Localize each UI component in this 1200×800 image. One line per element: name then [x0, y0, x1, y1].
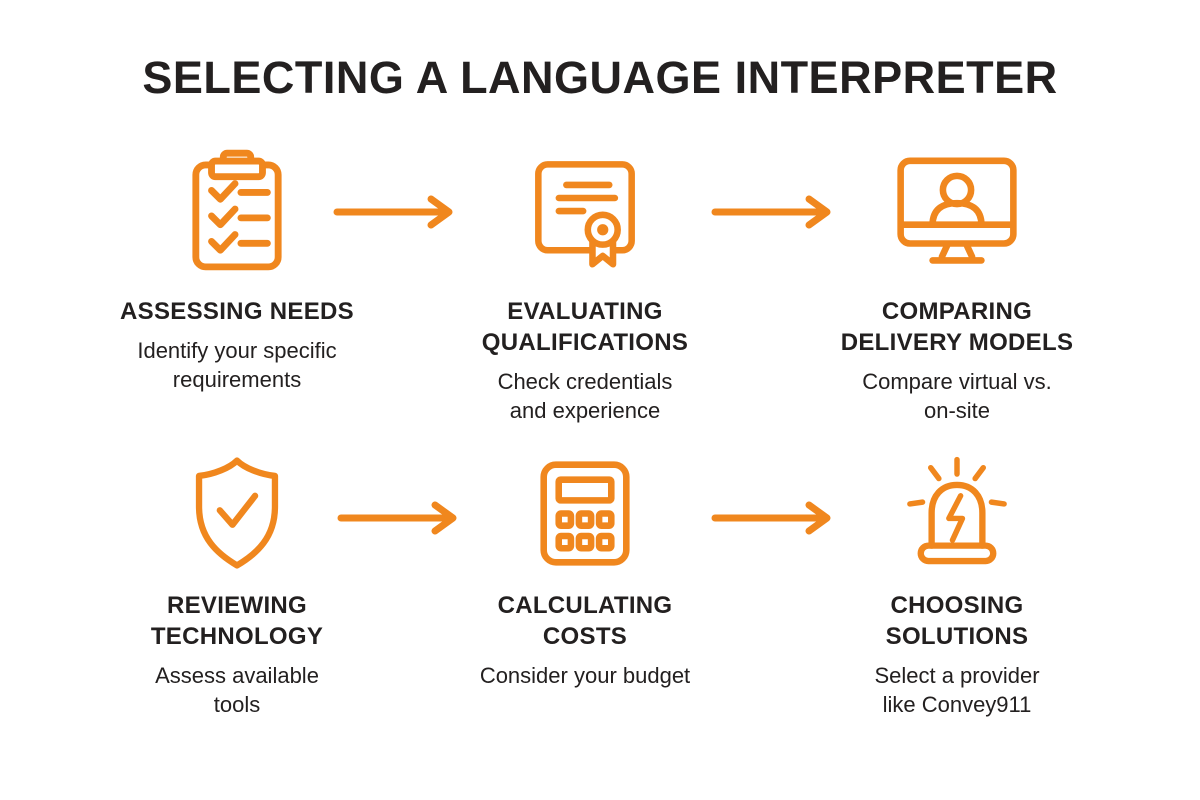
- step-evaluating-qualifications: EVALUATING QUALIFICATIONS Check credenti…: [425, 142, 745, 425]
- siren-icon: [797, 450, 1117, 576]
- step-description: Compare virtual vs. on-site: [862, 369, 1052, 423]
- calculator-icon: [425, 450, 745, 576]
- step-heading: ASSESSING NEEDS: [120, 298, 354, 325]
- step-assessing-needs: ASSESSING NEEDS Identify your specific r…: [77, 142, 397, 394]
- step-choosing-solutions: CHOOSING SOLUTIONS Select a provider lik…: [797, 450, 1117, 719]
- step-heading: COMPARING DELIVERY MODELS: [840, 298, 1074, 356]
- arrow-right-icon: [711, 500, 841, 536]
- step-description: Consider your budget: [479, 663, 691, 688]
- arrow-right-icon: [333, 194, 463, 230]
- page-title: SELECTING A LANGUAGE INTERPRETER: [142, 52, 1058, 103]
- step-description: Select a provider like Convey911: [874, 663, 1040, 717]
- step-heading: CALCULATING COSTS: [497, 592, 673, 650]
- clipboard-checklist-icon: [77, 142, 397, 282]
- step-heading: REVIEWING TECHNOLOGY: [150, 592, 324, 650]
- certificate-icon: [425, 142, 745, 282]
- shield-check-icon: [77, 450, 397, 576]
- step-calculating-costs: CALCULATING COSTS Consider your budget: [425, 450, 745, 690]
- monitor-person-icon: [797, 142, 1117, 282]
- step-heading: EVALUATING QUALIFICATIONS: [481, 298, 689, 356]
- step-description: Identify your specific requirements: [137, 338, 337, 392]
- step-reviewing-technology: REVIEWING TECHNOLOGY Assess available to…: [77, 450, 397, 719]
- step-description: Check credentials and experience: [497, 369, 673, 423]
- step-comparing-delivery-models: COMPARING DELIVERY MODELS Compare virtua…: [797, 142, 1117, 425]
- step-heading: CHOOSING SOLUTIONS: [885, 592, 1029, 650]
- arrow-right-icon: [711, 194, 841, 230]
- arrow-right-icon: [337, 500, 467, 536]
- step-description: Assess available tools: [155, 663, 319, 717]
